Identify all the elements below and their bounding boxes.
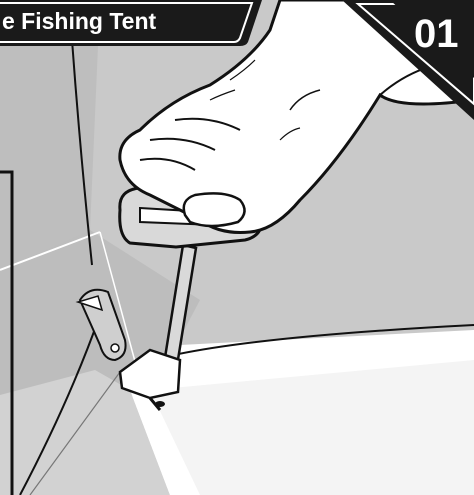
page-title: e Fishing Tent xyxy=(2,6,212,36)
title-tab: e Fishing Tent xyxy=(0,0,262,46)
step-number: 01 xyxy=(414,9,474,59)
